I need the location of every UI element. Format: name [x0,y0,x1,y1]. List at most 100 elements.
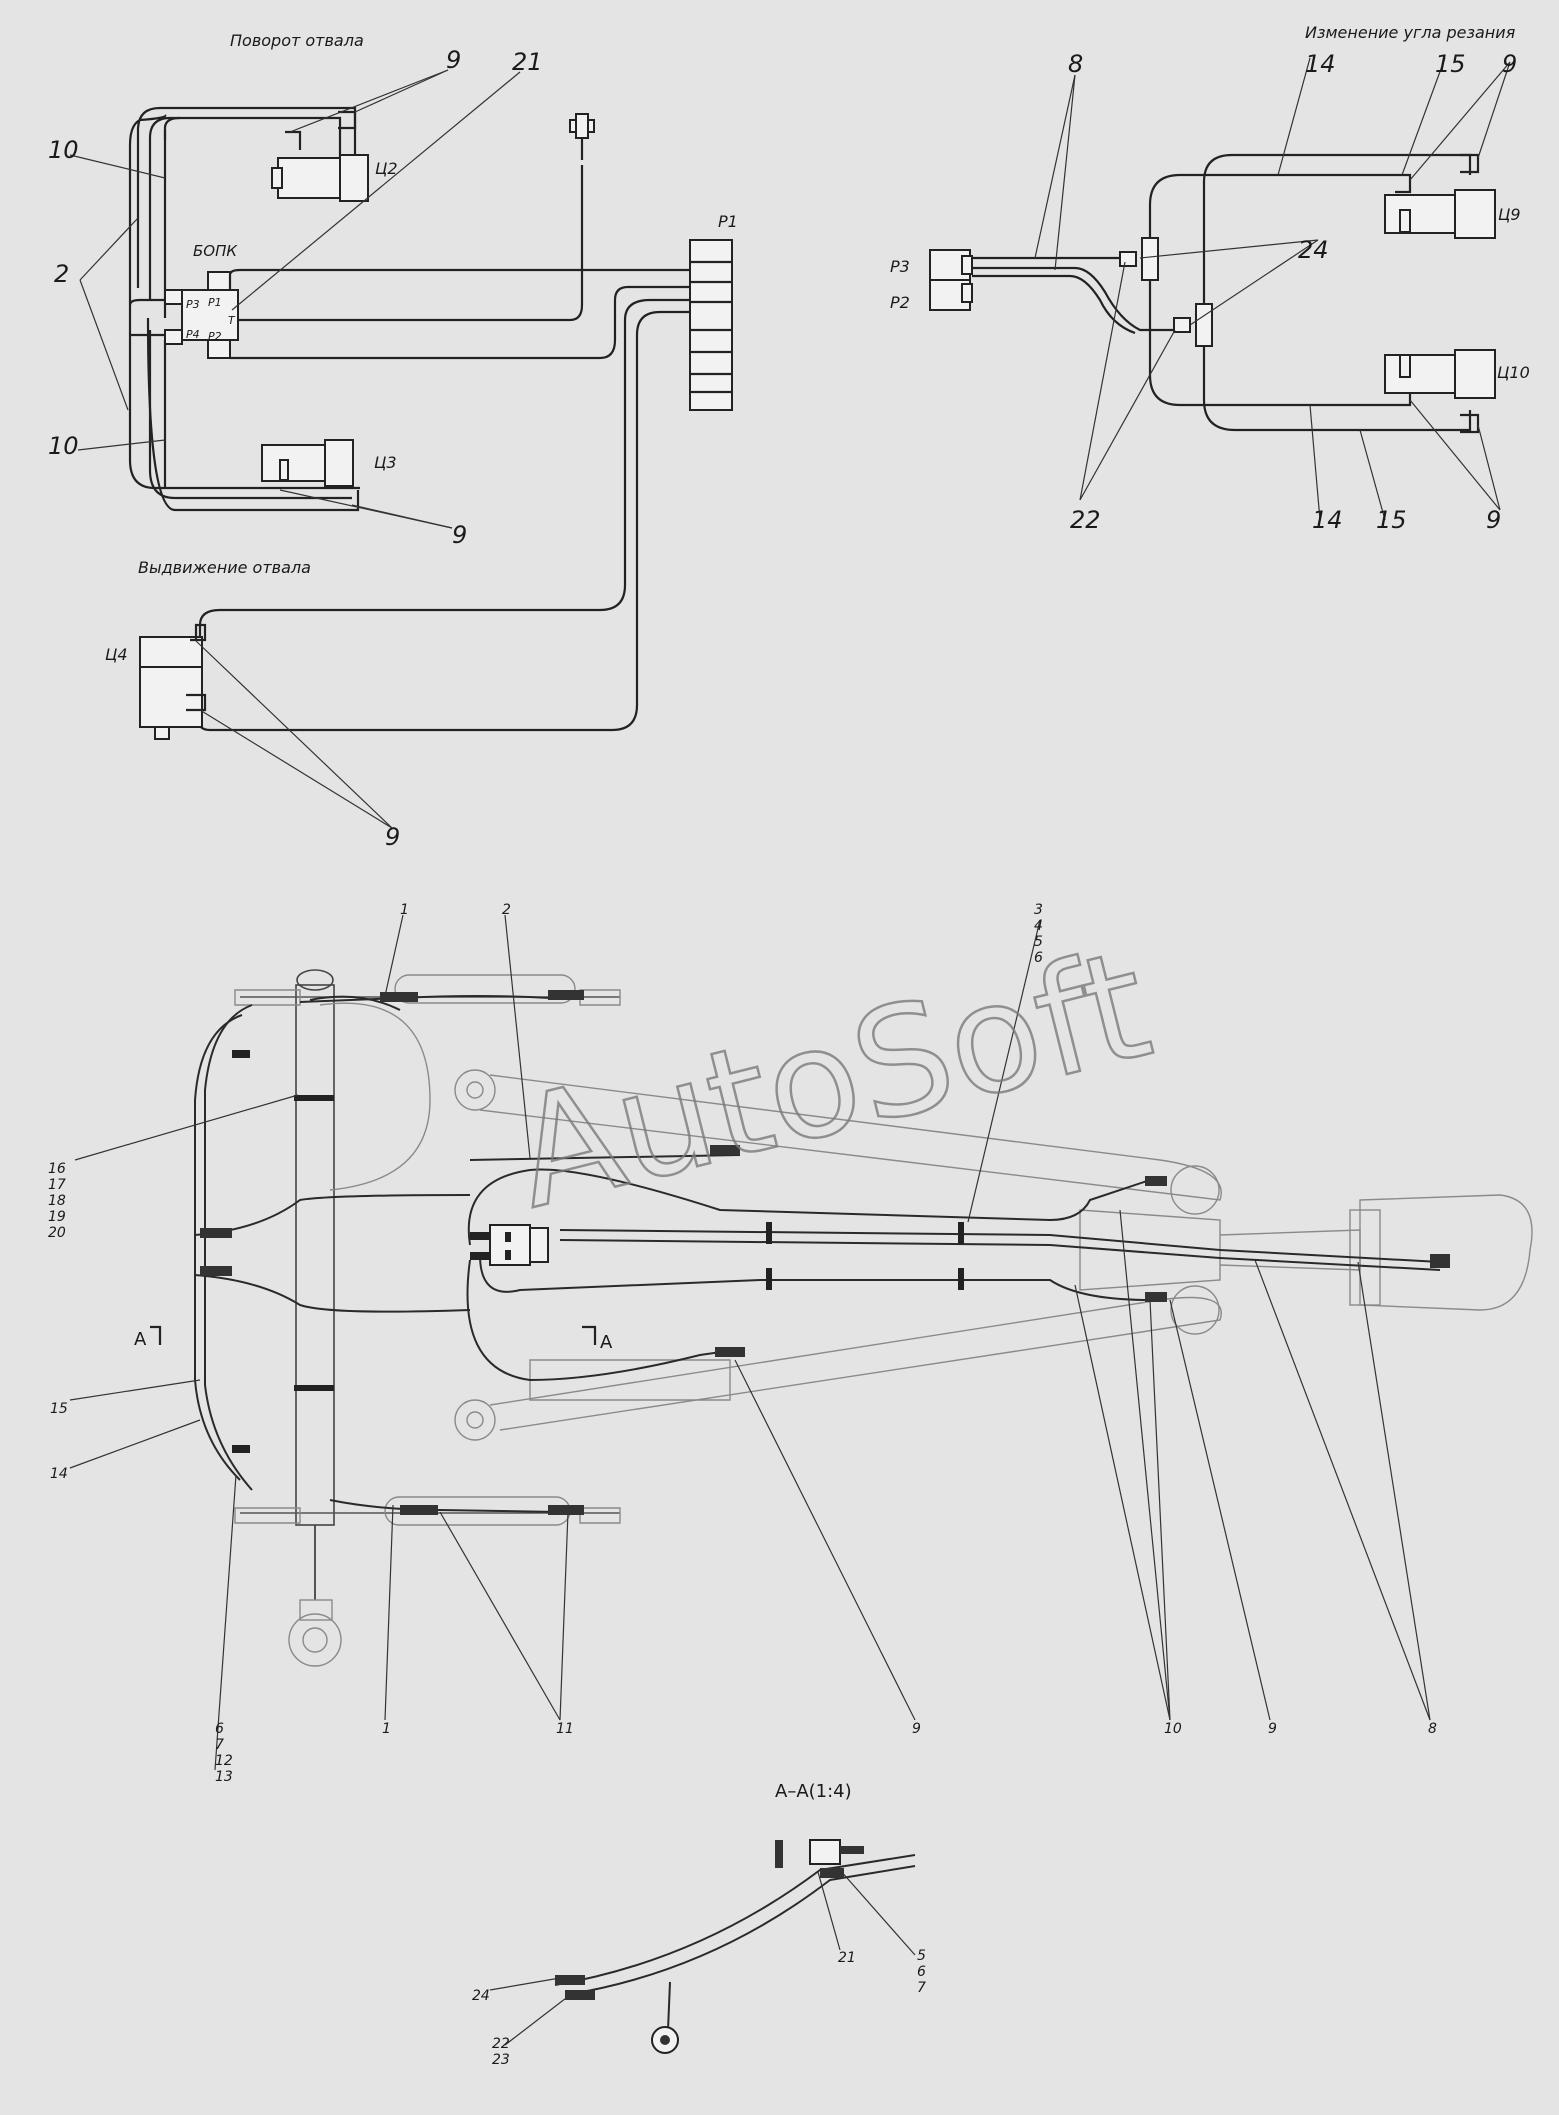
tee-fitting [575,113,589,139]
hose-coupling [400,1505,438,1515]
callout-24: 24 [472,1988,490,2004]
hose-line [972,266,1180,332]
fitting [1460,413,1480,434]
hose-line [230,285,690,360]
hose-coupling [710,1145,740,1155]
hose-line [467,1168,1151,1246]
swivel-eye [288,1613,342,1667]
beam-clamp [294,1385,334,1391]
fitting [1460,153,1480,174]
section-label-left: А [134,1329,147,1350]
callout-8: 8 [1428,1721,1437,1737]
callout-4: 4 [1034,918,1043,934]
hose-14 [204,1004,253,1491]
watermark: AutoSoft [498,918,1165,1243]
callout-1: 1 [382,1721,391,1737]
hose-clamp [958,1268,964,1290]
cylinder-body [529,1359,731,1401]
callout-6: 6 [1034,950,1043,966]
callout-14: 14 [1305,50,1336,78]
valve-fitting [505,1250,511,1260]
callout-23: 23 [492,2052,510,2068]
mount-plate [1359,1194,1533,1311]
cylinder-c10-cap [1454,349,1496,399]
section-fitting [775,1840,783,1868]
hose-coupling [200,1228,232,1238]
callout-22: 22 [1070,506,1101,534]
callout-6: 6 [215,1721,224,1737]
hose-line [479,1254,1151,1301]
section-coupling [555,1975,585,1985]
pivot-eye-hole [466,1411,484,1429]
callout-14: 14 [1312,506,1343,534]
hose-line [469,1154,741,1161]
distributor-p1-label: Р1 [718,212,738,231]
hose-line [146,317,360,512]
cylinder-c10-rod [1399,354,1411,378]
callout-7: 7 [215,1737,224,1753]
assembly-main-view: А А 1 2 3 4 5 6 16 17 18 [48,902,1533,1785]
hose-line [148,116,342,300]
wedge-body [1079,1209,1221,1291]
fitting [285,130,302,150]
callout-5: 5 [1034,934,1043,950]
hose-line [148,330,352,500]
tee-fitting [1173,317,1191,333]
valve-port [207,339,231,359]
hose-coupling [200,1266,232,1276]
callout-3: 3 [1034,902,1043,918]
hose-clamp [766,1268,772,1290]
hose-coupling [548,1505,584,1515]
callout-22: 22 [492,2036,510,2052]
leader-lines [69,914,1431,1771]
port-p1-label: Р1 [208,296,222,309]
pivot-eye-hole [466,1081,484,1099]
section-eye-hole [660,2035,670,2045]
callout-16: 16 [48,1161,66,1177]
leader-lines [489,1869,916,2046]
frame-beam [295,984,335,1526]
pivot-eye [454,1399,496,1441]
schematic-cut-angle-hydraulics: Изменение угла резания Р3 Р2 Ц9 [890,23,1530,534]
leader-lines [1034,57,1511,521]
valve-fitting [505,1232,511,1242]
swivel-eye-hole [302,1627,328,1653]
callout-10: 10 [48,432,79,460]
caption-blade-rotation: Поворот отвала [230,31,364,50]
callout-15: 15 [50,1401,68,1417]
hose-line [228,268,690,290]
callout-24: 24 [1298,236,1329,264]
callout-15: 15 [1435,50,1466,78]
hose-coupling [715,1347,745,1357]
tee-fitting [1119,251,1137,267]
hose-line [194,1194,471,1236]
tee-fitting [1195,303,1213,347]
cylinder-c4-label: Ц4 [105,645,128,664]
valve-port [207,271,231,291]
hose-line [136,106,357,160]
section-coupling [820,1868,844,1878]
valve-fitting [470,1232,490,1240]
valve-port [164,289,183,305]
schematic-blade-hydraulics: Поворот отвала Выдвижение отвала БОПК Р3… [48,31,738,851]
port-p2-label: Р2 [208,330,222,343]
pivot-arc [319,1002,431,1191]
callout-17: 17 [48,1177,66,1193]
hose-line [196,310,690,732]
hose-8 [559,1239,1441,1271]
hose-line [309,995,401,1011]
p3-label: Р3 [890,257,910,276]
callout-2: 2 [502,902,511,918]
cylinder-c2-body [394,974,576,1004]
section-label-right: А [600,1332,613,1353]
cylinder-c3-label: Ц3 [374,453,397,472]
hose-coupling [1145,1292,1167,1302]
hose-11 [329,1499,561,1513]
callout-13: 13 [215,1769,233,1785]
cylinder-c2-cap [339,154,369,202]
callout-9: 9 [452,521,467,549]
hose-clamp [232,1445,250,1453]
valve-block-port [529,1227,549,1263]
cylinder-c2-label: Ц2 [375,159,398,178]
hose-line [198,298,690,640]
